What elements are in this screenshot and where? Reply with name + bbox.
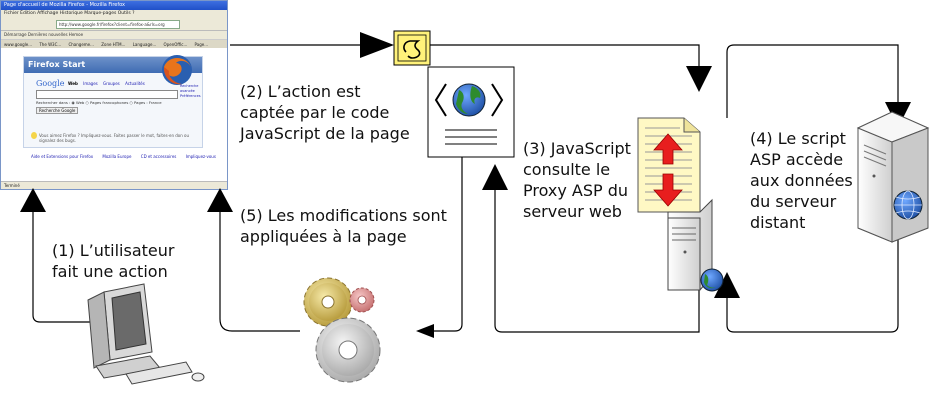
gear-gold <box>303 277 353 327</box>
line-server-to-page <box>494 182 700 333</box>
step-3-line: (3) JavaScript <box>523 139 631 158</box>
google-search-button: Recherche Google <box>36 107 79 114</box>
arrowhead-up-page <box>482 164 508 190</box>
flow-lines <box>32 44 899 333</box>
browser-tab: Page... <box>194 42 209 47</box>
step-4-line: aux données <box>750 171 853 190</box>
step-2-line: (2) L’action est <box>240 82 361 101</box>
step-1-line: fait une action <box>52 262 168 281</box>
line-server-to-remote <box>726 44 899 118</box>
firefox-link: CD et accessoires <box>140 154 177 159</box>
browser-content: Firefox Start Google Web Images Groupes … <box>1 48 227 182</box>
computer-icon <box>87 283 205 385</box>
mouse <box>191 372 205 382</box>
browser-title: Page d'accueil de Mozilla Firefox - Mozi… <box>1 1 227 10</box>
firefox-start-title: Firefox Start <box>24 57 202 73</box>
browser-tab: OpenOffic... <box>163 42 188 47</box>
line-gears-to-browser <box>219 205 300 332</box>
address-bar: http://www.google.fr/firefox?client=fire… <box>56 20 180 29</box>
bookmarks-bar: Démarrage Dernières nouvelles Hemoe <box>1 31 227 40</box>
firefox-start-box: Firefox Start Google Web Images Groupes … <box>23 55 203 148</box>
browser-tabs: www.google... The W3C... Changeme... Zon… <box>1 40 227 49</box>
arrowhead-right-script <box>360 32 394 58</box>
google-tab: Groupes <box>103 81 120 86</box>
browser-tab: Zone HTM... <box>101 42 126 47</box>
step-4-line: ASP accède <box>750 150 844 169</box>
step-3-line: serveur web <box>523 202 622 221</box>
step-5-line: appliquées à la page <box>240 227 407 246</box>
line-remote-to-server <box>726 233 899 333</box>
line-script-to-server <box>430 44 700 72</box>
web-server-icon <box>637 117 724 292</box>
step-4-line: (4) Le script <box>750 129 846 148</box>
browser-tab: The W3C... <box>39 42 62 47</box>
browser-tab: www.google... <box>4 42 33 47</box>
google-tab: Web <box>68 81 78 86</box>
arrowhead-up-server <box>714 272 740 298</box>
arrowhead-left-gears <box>416 324 434 338</box>
google-logo: Google <box>36 79 65 88</box>
google-tab: Images <box>83 81 98 86</box>
step-3-line: Proxy ASP du <box>523 181 629 200</box>
browser-tab: Changeme... <box>68 42 94 47</box>
step-4-line: distant <box>750 213 806 232</box>
arrowhead-up-user <box>20 188 46 212</box>
browser-screenshot: Page d'accueil de Mozilla Firefox - Mozi… <box>0 0 228 190</box>
google-tab: Actualités <box>125 81 145 86</box>
arrowhead-down-server <box>686 66 712 92</box>
step-4-line: du serveur <box>750 192 837 211</box>
step-5-line: (5) Les modifications sont <box>240 206 447 225</box>
gear-gray <box>315 317 381 383</box>
line-page-to-gears <box>432 157 463 332</box>
gears-icon <box>303 277 381 383</box>
google-search-input <box>36 90 178 99</box>
browser-status: Terminé <box>1 181 227 189</box>
browser-menu: Fichier Édition Affichage Historique Mar… <box>1 10 227 18</box>
google-advanced-links: Recherche avancée Préférences <box>180 84 202 99</box>
web-page-icon <box>427 66 515 158</box>
browser-toolbar: http://www.google.fr/firefox?client=fire… <box>1 18 227 31</box>
step-4-label: (4) Le script ASP accède aux données du … <box>750 128 853 233</box>
red-up-arrow-icon <box>653 133 683 165</box>
firefox-links: Aide et Extensions pour Firefox Mozilla … <box>31 154 224 159</box>
gear-pink <box>349 287 375 313</box>
step-3-label: (3) JavaScript consulte le Proxy ASP du … <box>523 138 631 222</box>
step-1-line: (1) L’utilisateur <box>52 241 175 260</box>
google-tabs: Web Images Groupes Actualités <box>68 81 149 86</box>
step-2-label: (2) L’action est captée par le code Java… <box>240 81 410 144</box>
firefox-link: Aide et Extensions pour Firefox <box>31 154 94 159</box>
firefox-link: Impliquez-vous <box>185 154 216 159</box>
arrowhead-up-browser <box>207 188 233 212</box>
lightbulb-icon <box>31 132 37 139</box>
firefox-logo-icon <box>162 55 192 85</box>
firefox-tip: Vous aimez Firefox ? Impliquez-vous. Fai… <box>39 133 190 143</box>
remote-server-icon <box>856 111 930 243</box>
line-user-to-browser <box>32 205 130 323</box>
step-5-label: (5) Les modifications sont appliquées à … <box>240 205 447 247</box>
step-2-line: captée par le code <box>240 103 390 122</box>
step-3-line: consulte le <box>523 160 611 179</box>
preferences-link: Préférences <box>180 94 201 98</box>
keyboard <box>125 361 193 385</box>
browser-tab: Language... <box>132 42 157 47</box>
script-icon <box>393 30 431 66</box>
firefox-link: Mozilla Europe <box>102 154 132 159</box>
red-down-arrow-icon <box>653 173 683 207</box>
step-2-line: JavaScript de la page <box>240 124 410 143</box>
search-scope: Rechercher dans : ◉ Web ○ Pages francoph… <box>36 100 162 105</box>
step-1-label: (1) L’utilisateur fait une action <box>52 240 174 282</box>
advanced-search-link: Recherche avancée <box>180 84 199 93</box>
